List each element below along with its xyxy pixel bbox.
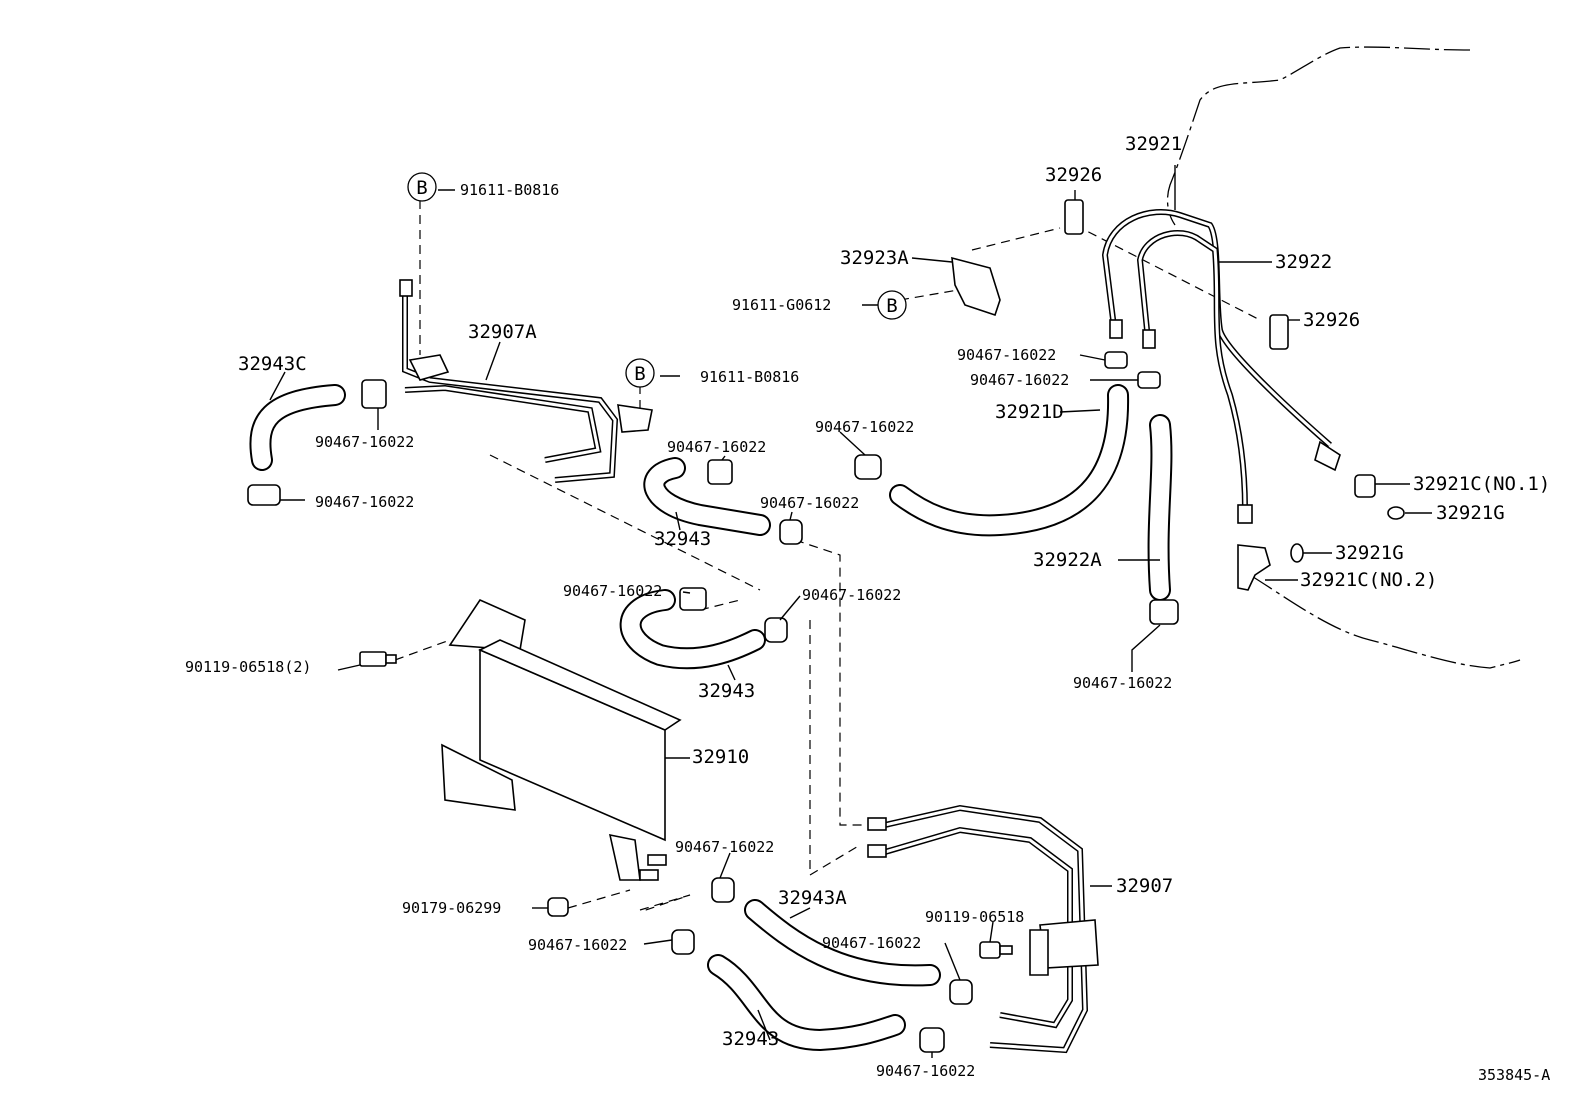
label-91611-b0816-top: 91611-B0816 [460, 181, 559, 199]
label-32921G-b: 32921G [1335, 542, 1404, 564]
leader-32923a [971, 227, 1061, 251]
union-32921C-no1 [1354, 474, 1376, 498]
clamp-90467-d [779, 519, 803, 545]
bubble-b-mid-text: B [634, 363, 645, 385]
label-90119-06518: 90119-06518 [925, 908, 1024, 926]
leader-lower-clamp [639, 894, 691, 913]
label-32921D: 32921D [995, 401, 1064, 423]
leader-clamp-right2 [809, 620, 861, 877]
label-32921C-no2: 32921C(NO.2) [1300, 569, 1437, 591]
label-91611-g0612: 91611-G0612 [732, 296, 831, 314]
label-32926-b: 32926 [1303, 309, 1360, 331]
label-32910: 32910 [692, 746, 749, 768]
hose-32943A [744, 899, 941, 987]
hose-32943C [249, 384, 346, 471]
leader-bracket-line [489, 454, 761, 591]
label-90467-c: 90467-16022 [667, 438, 766, 456]
label-32943C: 32943C [238, 353, 307, 375]
label-32922A: 32922A [1033, 549, 1102, 571]
hose-32943-lower [707, 954, 906, 1052]
label-32923A: 32923A [840, 247, 909, 269]
clamp-90467-h [711, 877, 735, 903]
gasket-32921G-a [1387, 506, 1405, 520]
grommet-32926-a [1064, 199, 1084, 235]
reference-number: 353845-A [1478, 1066, 1550, 1084]
leader-clamp-right [794, 539, 865, 826]
bubble-b-mid: B [625, 358, 655, 388]
clamp-90467-i [671, 929, 695, 955]
label-32921G-a: 32921G [1436, 502, 1505, 524]
label-32921C-no1: 32921C(NO.1) [1413, 473, 1550, 495]
label-32943-a: 32943 [654, 528, 711, 550]
label-32921: 32921 [1125, 133, 1182, 155]
oil-cooler-32910 [441, 598, 682, 881]
leader-bolt [394, 639, 451, 661]
label-32943-c: 32943 [722, 1028, 779, 1050]
label-32907: 32907 [1116, 875, 1173, 897]
gasket-32921G-b [1290, 543, 1304, 563]
label-90467-g: 90467-16022 [815, 418, 914, 436]
clamp-90467-f [764, 617, 788, 643]
label-90467-d: 90467-16022 [760, 494, 859, 512]
label-90467-f: 90467-16022 [802, 586, 901, 604]
hose-32943-upper [643, 457, 771, 536]
leader-32926b [1074, 224, 1261, 321]
label-90467-l: 90467-16022 [957, 346, 1056, 364]
clamp-90467-c [707, 459, 733, 485]
pipe-32907 [867, 804, 1099, 1054]
hose-32943-mid [619, 589, 766, 670]
label-32943-b: 32943 [698, 680, 755, 702]
label-32922: 32922 [1275, 251, 1332, 273]
clamp-90467-m [1137, 371, 1161, 389]
hose-32921D [889, 384, 1130, 537]
nut-90179-06299 [547, 897, 569, 917]
label-90467-j: 90467-16022 [822, 934, 921, 952]
label-90467-b: 90467-16022 [315, 493, 414, 511]
bolt-90119-06518-2 [359, 651, 397, 667]
clamp-90467-e [679, 587, 707, 611]
grommet-32926-b [1269, 314, 1289, 350]
leader-91611g [899, 289, 959, 301]
label-90179-06299: 90179-06299 [402, 899, 501, 917]
label-90467-i: 90467-16022 [528, 936, 627, 954]
label-90467-h: 90467-16022 [675, 838, 774, 856]
bolt-90119-06518 [979, 941, 1013, 959]
label-90467-k: 90467-16022 [876, 1062, 975, 1080]
label-90467-m: 90467-16022 [970, 371, 1069, 389]
clamp-90467-j [949, 979, 973, 1005]
clamp-90467-k [919, 1027, 945, 1053]
label-90467-a: 90467-16022 [315, 433, 414, 451]
clamp-90467-b [247, 484, 281, 506]
transmission-outline [1166, 46, 1471, 226]
bubble-b-right-text: B [886, 295, 897, 317]
label-32926-a: 32926 [1045, 164, 1102, 186]
clamp-90467-n [1149, 599, 1179, 625]
bracket-32923A [951, 256, 1001, 317]
bubble-b-right: B [877, 290, 907, 320]
bubble-b-top-text: B [416, 177, 427, 199]
label-90467-n: 90467-16022 [1073, 674, 1172, 692]
clamp-90467-a [361, 379, 387, 409]
leader-clamp-mid [699, 599, 741, 611]
label-90467-e: 90467-16022 [563, 582, 662, 600]
clamp-90467-l [1104, 351, 1128, 369]
pipe-32921 [1101, 208, 1341, 524]
label-91611-b0816-mid: 91611-B0816 [700, 368, 799, 386]
pipe-32907A [399, 279, 653, 483]
label-90119-06518-2: 90119-06518(2) [185, 658, 311, 676]
label-leaders [269, 165, 1432, 1058]
transmission-outline-lower [1249, 574, 1521, 669]
bubble-b-top: B [407, 172, 437, 202]
union-32921C-no2 [1237, 544, 1271, 591]
leader-nut [567, 889, 631, 909]
hose-32922A [1147, 414, 1173, 601]
clamp-90467-g [854, 454, 882, 480]
label-32907A: 32907A [468, 321, 537, 343]
label-32943A: 32943A [778, 887, 847, 909]
